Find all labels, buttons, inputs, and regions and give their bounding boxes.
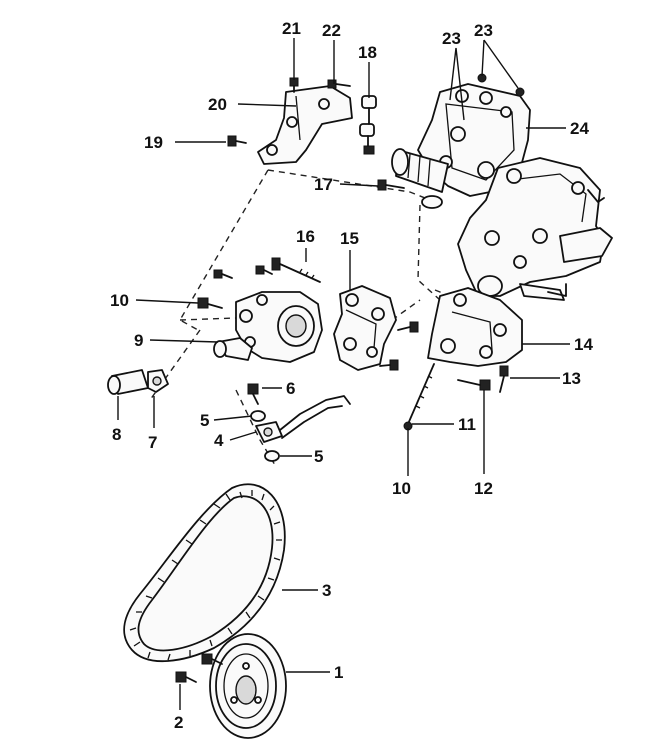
callout-9: 9	[134, 331, 143, 350]
callout-2: 2	[174, 713, 183, 732]
part-1-crank-pulley	[209, 633, 287, 739]
callout-8: 8	[112, 425, 121, 444]
callout-23-right: 23	[474, 21, 493, 40]
callout-24: 24	[570, 119, 589, 138]
part-20-bracket	[257, 85, 353, 165]
callout-20: 20	[208, 95, 227, 114]
callout-5-upper: 5	[200, 411, 209, 430]
part-19-bolt	[227, 135, 247, 147]
part-12-bolt	[457, 379, 491, 391]
callout-labels: 21 22 18 20 19 23 23 24 17 16 15 10 9 14…	[110, 19, 593, 732]
part-6-bolt	[247, 383, 259, 405]
callout-1: 1	[334, 663, 343, 682]
callout-5-lower: 5	[314, 447, 323, 466]
callout-3: 3	[322, 581, 331, 600]
callout-21: 21	[282, 19, 301, 38]
callout-18: 18	[358, 43, 377, 62]
part-4-banjo-fitting	[255, 395, 351, 443]
part-3-drive-belt	[123, 483, 286, 663]
part-8-sleeve	[107, 369, 149, 395]
part-14-lower-bracket	[427, 287, 523, 367]
callout-19: 19	[144, 133, 163, 152]
callout-23-left: 23	[442, 29, 461, 48]
callout-16: 16	[296, 227, 315, 246]
part-10-bolt-left	[197, 297, 223, 309]
callout-13: 13	[562, 369, 581, 388]
callout-10-left: 10	[110, 291, 129, 310]
callout-15: 15	[340, 229, 359, 248]
callout-17: 17	[314, 175, 333, 194]
tensioner-arm	[391, 148, 449, 209]
part-5-washer-lower	[264, 450, 280, 462]
part-18-spacer	[359, 95, 377, 155]
part-11-stud	[403, 363, 435, 431]
callout-4: 4	[214, 431, 224, 450]
leader-lines	[117, 38, 570, 710]
part-7-nut	[147, 369, 169, 393]
pump-housing-right	[457, 157, 613, 301]
callout-12: 12	[474, 479, 493, 498]
callout-11: 11	[458, 415, 476, 434]
small-bolts-left	[213, 265, 273, 279]
part-2-bolts	[175, 653, 223, 683]
callout-10-right: 10	[392, 479, 411, 498]
part-22-bolt	[327, 79, 351, 89]
bolts-near-15	[379, 321, 419, 371]
callout-22: 22	[322, 21, 341, 40]
part-13-bolt	[499, 365, 509, 393]
part-17-bolt	[377, 179, 405, 191]
part-5-washer-upper	[250, 410, 266, 422]
part-16-long-bolt	[271, 257, 321, 283]
part-9-steering-pump	[213, 291, 323, 363]
part-15-pump-bracket	[333, 285, 397, 371]
callout-14: 14	[574, 335, 593, 354]
callout-6: 6	[286, 379, 295, 398]
callout-7: 7	[148, 433, 157, 452]
